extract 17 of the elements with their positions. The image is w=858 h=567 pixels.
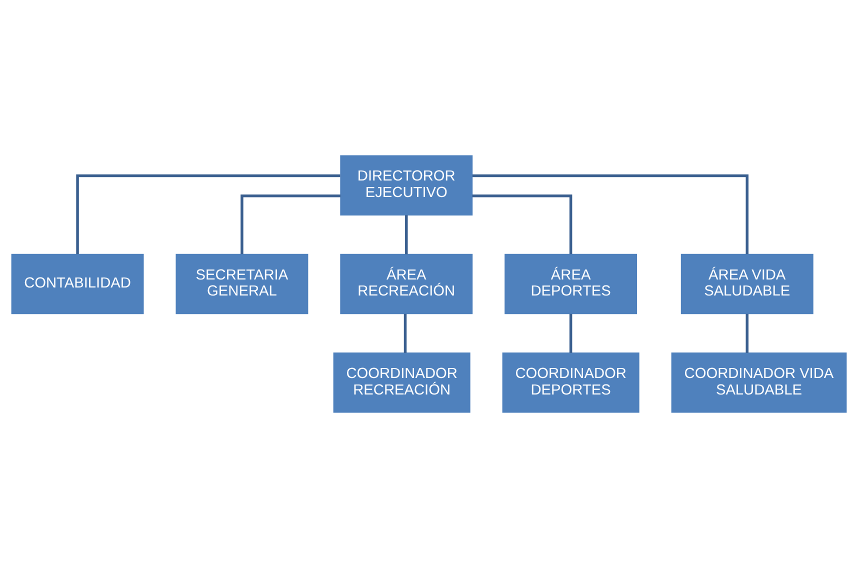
node-box: COORDINADOR VIDA SALUDABLE <box>671 352 847 412</box>
connector <box>76 174 340 254</box>
connector <box>405 214 408 254</box>
node-box: COORDINADOR DEPORTES <box>502 352 640 412</box>
node-box: ÁREA DEPORTES <box>504 253 638 314</box>
connector <box>746 313 748 352</box>
connector <box>472 194 572 254</box>
node-box: SECRETARIA GENERAL <box>176 253 308 314</box>
node-box: DIRECTOROR EJECUTIVO <box>340 154 473 215</box>
node-box: CONTABILIDAD <box>11 253 144 314</box>
node-box: COORDINADOR RECREACIÓN <box>333 352 470 412</box>
connector <box>404 313 407 352</box>
connector <box>240 194 340 254</box>
node-box: ÁREA RECREACIÓN <box>340 253 473 314</box>
connector <box>569 313 572 352</box>
connector <box>472 174 748 254</box>
node-box: ÁREA VIDA SALUDABLE <box>680 253 814 314</box>
